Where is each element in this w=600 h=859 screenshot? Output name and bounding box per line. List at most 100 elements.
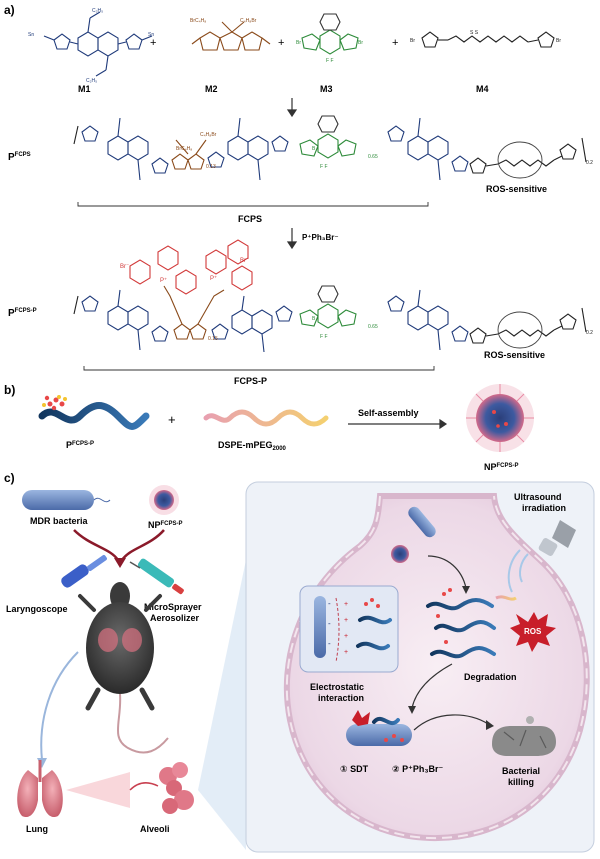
svg-text:F F: F F	[326, 58, 334, 64]
dspe-mpeg-illustration	[203, 409, 329, 427]
dead-bacterium	[492, 716, 556, 756]
mouse-illustration	[78, 582, 169, 754]
alveoli-illustration	[129, 762, 194, 814]
svg-text:Sn: Sn	[28, 32, 34, 38]
polymer-fcps-subscript: 0.2	[586, 160, 593, 166]
panel-a-label: a)	[4, 3, 15, 17]
bacterial-killing-label-line2: killing	[508, 777, 534, 787]
ultrasound-device-icon	[507, 520, 576, 593]
svg-text:F F: F F	[320, 334, 328, 340]
electrostatic-label-line2: interaction	[318, 693, 364, 703]
degradation-label: Degradation	[464, 672, 517, 682]
monomer-m4-label: M4	[476, 84, 489, 94]
zoom-beam	[66, 772, 130, 808]
reagent-label: P⁺Ph₃Br⁻	[302, 233, 339, 242]
monomer-m2-structure	[191, 21, 271, 51]
monomer-m2-label: M2	[205, 84, 218, 94]
attacked-bacterium	[346, 710, 412, 746]
mdr-bacterium-illustration	[22, 490, 111, 510]
polymer-fcps-name: PFCPS	[8, 152, 31, 163]
svg-text:Sn: Sn	[148, 32, 154, 38]
alveoli-label: Alveoli	[140, 824, 170, 834]
ros-label: ROS	[524, 627, 542, 636]
svg-text:+: +	[344, 633, 348, 640]
svg-text:Br: Br	[358, 40, 363, 46]
merge-arrow	[73, 529, 165, 561]
svg-text:+: +	[344, 601, 348, 608]
reaction-arrow	[286, 228, 298, 250]
component2-label: DSPE-mPEG2000	[218, 440, 287, 452]
lung-illustration	[17, 760, 63, 818]
svg-text:-: -	[328, 599, 331, 608]
svg-text:Br: Br	[556, 38, 561, 44]
plus-sign: +	[168, 412, 176, 427]
panel-b-label: b)	[4, 383, 15, 397]
sdt-label: ① SDT	[340, 764, 369, 774]
plus-sign: +	[150, 37, 156, 49]
svg-text:B: B	[312, 316, 316, 322]
polymer-chain-illustration	[38, 395, 150, 430]
microsprayer-label-line1: MicroSprayer	[144, 602, 202, 612]
svg-text:Br: Br	[410, 38, 415, 44]
degraded-polymer-fragments	[426, 588, 517, 659]
polymer-fcps-subscript: 0.13	[206, 164, 216, 170]
ultrasound-label-line2: irradiation	[522, 503, 566, 513]
monomer-m1-label: M1	[78, 84, 91, 94]
polymer-fcps-p-structure	[73, 239, 587, 353]
polymer-fcps-p-subscript: 0.2	[586, 330, 593, 336]
svg-text:P⁺: P⁺	[210, 275, 217, 282]
polymer-fcps-structure	[73, 115, 587, 181]
bacterium-in-alveolus	[391, 506, 436, 563]
reaction-arrow	[286, 98, 298, 118]
process-arrow	[413, 714, 489, 731]
polymer-fcps-subscript: 0.65	[368, 154, 378, 160]
svg-text:Br: Br	[296, 40, 301, 46]
component1-label: PFCPS-P	[66, 440, 94, 450]
ros-sensitive-label: ROS-sensitive	[484, 350, 545, 360]
mdr-bacteria-label: MDR bacteria	[30, 516, 89, 526]
svg-text:F F: F F	[320, 164, 328, 170]
nanoparticle-illustration	[466, 384, 534, 452]
svg-text:C₂H₅: C₂H₅	[92, 8, 103, 14]
electrostatic-inset: ++++ ---	[299, 585, 399, 673]
svg-text:-: -	[328, 619, 331, 628]
product-label: NPFCPS-P	[484, 462, 519, 472]
counterion-label: Br⁻	[120, 264, 129, 270]
microsprayer-label-line2: Aerosolizer	[150, 613, 200, 623]
microsprayer-icon	[129, 558, 184, 595]
self-assembly-label: Self-assembly	[358, 408, 419, 418]
fcps-bracket	[77, 202, 429, 207]
fcps-bracket-label: FCPS	[238, 214, 262, 224]
monomer-m3-structure	[301, 13, 359, 55]
svg-text:S S: S S	[470, 30, 479, 36]
monomer-m4-structure	[421, 31, 555, 48]
svg-text:C₂H₅: C₂H₅	[86, 78, 97, 84]
zoom-cone	[198, 560, 246, 850]
monomer-m1-structure	[43, 11, 153, 77]
laryngoscope-icon	[61, 555, 107, 588]
process-arrow	[411, 663, 453, 709]
svg-text:Br⁻: Br⁻	[240, 258, 249, 264]
pph3-label: ② P⁺Ph₃Br⁻	[392, 764, 444, 774]
svg-text:-: -	[328, 639, 331, 648]
np-illustration	[149, 485, 179, 515]
fcps-p-bracket	[83, 366, 435, 371]
svg-text:BrC₄H₈: BrC₄H₈	[176, 146, 192, 152]
svg-text:P⁺: P⁺	[160, 277, 167, 284]
svg-text:B: B	[312, 146, 316, 152]
polymer-fcps-p-subscript: 0.15	[208, 336, 218, 342]
process-arrow	[427, 555, 467, 589]
ultrasound-label-line1: Ultrasound	[514, 492, 562, 502]
lung-label: Lung	[26, 824, 48, 834]
fcps-p-bracket-label: FCPS-P	[234, 376, 267, 386]
laryngoscope-label: Laryngoscope	[6, 604, 68, 614]
ros-sensitive-label: ROS-sensitive	[486, 184, 547, 194]
svg-text:+: +	[344, 649, 348, 656]
monomer-m3-label: M3	[320, 84, 333, 94]
svg-text:C₄H₈Br: C₄H₈Br	[200, 132, 217, 138]
svg-text:C₄H₈Br: C₄H₈Br	[240, 18, 257, 24]
self-assembly-arrow	[348, 418, 448, 430]
svg-text:BrC₄H₈: BrC₄H₈	[190, 18, 206, 24]
plus-sign: +	[392, 37, 398, 49]
